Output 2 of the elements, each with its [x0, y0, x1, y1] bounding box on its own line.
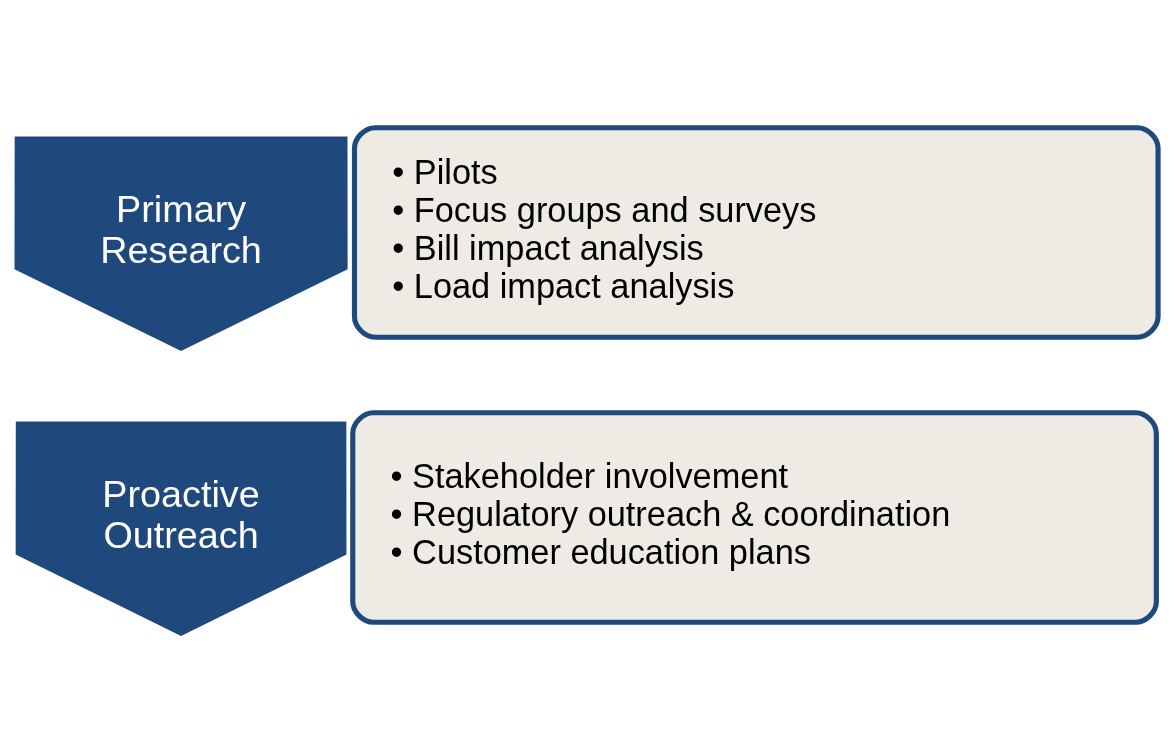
node-box: • Pilots • Focus groups and surveys • Bill impact analysis • Load impact analysis [351, 125, 1161, 340]
node-box: • Stakeholder involvement • Regulatory outreach & coordination • Customer education plans [350, 410, 1159, 625]
